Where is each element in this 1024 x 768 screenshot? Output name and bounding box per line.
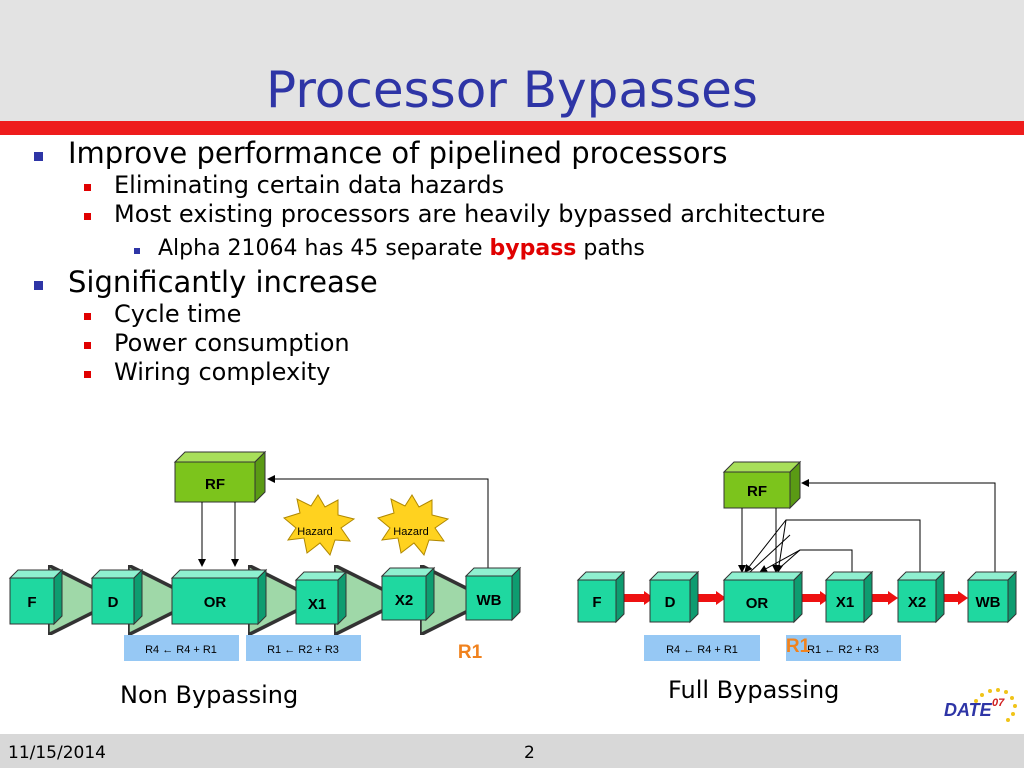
writeback-line: [267, 475, 489, 568]
alpha-text: Alpha 21064 has 45 separate: [158, 236, 490, 261]
instruction-r4: R4 ← R4 + R1: [666, 644, 738, 656]
bypass-line: [744, 519, 921, 573]
bypass-arrowhead: [820, 591, 830, 605]
logo-text: DATE: [944, 700, 993, 720]
stage-f: F: [8, 568, 64, 626]
instruction-r1: R1 ← R2 + R3: [267, 644, 339, 656]
instruction-r1: R1 ← R2 + R3: [807, 644, 879, 656]
stage-x2: X2: [380, 566, 436, 622]
logo-sup: 07: [992, 697, 1005, 709]
stage-or-label: OR: [204, 594, 227, 611]
bypass-highlight: bypass: [489, 236, 577, 261]
rf-label: RF: [205, 476, 225, 493]
writeback-line: [801, 479, 996, 572]
alpha-text-end: paths: [576, 236, 645, 261]
instruction-r4: R4 ← R4 + R1: [145, 644, 217, 656]
bullet-marker: [84, 213, 91, 220]
stage-x2-label: X2: [908, 594, 926, 611]
stage-d-label: D: [665, 594, 676, 611]
instruction-box: [246, 635, 361, 661]
instruction-box: [124, 635, 239, 661]
caption-non-bypassing: Non Bypassing: [120, 681, 299, 709]
bullet-significantly-increase: Significantly increase: [68, 265, 378, 299]
bullet-marker: [134, 248, 140, 254]
stage-or-label: OR: [746, 595, 769, 612]
footer-bar: [0, 734, 1024, 768]
stage-wb-label: WB: [976, 594, 1001, 611]
bypass-line: [749, 534, 791, 573]
rf-block: RF: [722, 460, 802, 510]
bypass-arrowhead: [958, 591, 968, 605]
register-r1-label: R1: [458, 642, 483, 663]
title-band: [0, 0, 1024, 122]
bypass-arrowhead: [716, 591, 726, 605]
caption-full-bypassing: Full Bypassing: [668, 676, 840, 704]
bullet-alpha-21064: Alpha 21064 has 45 separate bypass paths: [158, 236, 645, 261]
rf-label: RF: [747, 483, 767, 500]
instruction-box: [786, 635, 901, 661]
non-bypassing-diagram: RF Hazard Hazard F D: [8, 450, 522, 663]
register-r1-label: R1: [786, 636, 811, 657]
bypass-line: [775, 519, 787, 573]
hazard-burst: Hazard: [376, 494, 450, 557]
stage-f: F: [576, 570, 626, 624]
footer-date: 11/15/2014: [8, 743, 106, 763]
bullet-marker: [34, 152, 43, 161]
title-divider: [0, 121, 1024, 135]
stage-f-label: F: [592, 594, 601, 611]
bullet-marker: [84, 184, 91, 191]
hazard-burst: Hazard: [282, 494, 356, 557]
stage-x2-label: X2: [395, 592, 413, 609]
bullet-power-consumption: Power consumption: [114, 329, 350, 357]
bullet-cycle-time: Cycle time: [114, 300, 242, 328]
stage-x1: X1: [294, 570, 348, 626]
stage-wb: WB: [966, 570, 1018, 624]
bullet-eliminating-hazards: Eliminating certain data hazards: [114, 171, 505, 199]
stage-x1-label: X1: [836, 594, 854, 611]
bullet-wiring-complexity: Wiring complexity: [114, 358, 331, 386]
bypass-arrowhead: [644, 591, 654, 605]
bullet-marker: [84, 313, 91, 320]
bullet-bypassed-architecture: Most existing processors are heavily byp…: [114, 200, 826, 228]
slide-title: Processor Bypasses: [266, 61, 758, 119]
bypass-arrowhead: [888, 591, 898, 605]
footer-page-number: 2: [524, 743, 535, 763]
stage-or: OR: [722, 570, 804, 624]
stage-wb: WB: [464, 566, 522, 622]
hazard-label: Hazard: [393, 526, 428, 538]
stage-or: OR: [170, 568, 268, 626]
stage-x1: X1: [824, 570, 874, 624]
bypass-line: [774, 549, 801, 573]
bullet-marker: [84, 371, 91, 378]
stage-d: D: [90, 568, 144, 626]
date-logo: DATE 07: [944, 688, 1017, 722]
pipeline-diagrams: RF Hazard Hazard F D: [8, 450, 1018, 663]
stage-wb-label: WB: [477, 592, 502, 609]
full-bypassing-diagram: RF F D: [576, 460, 1018, 661]
bullet-improve-performance: Improve performance of pipelined process…: [68, 136, 728, 170]
stage-x1-label: X1: [308, 596, 326, 613]
hazard-label: Hazard: [297, 526, 332, 538]
stage-d-label: D: [108, 594, 119, 611]
instruction-box: [644, 635, 760, 661]
stage-x2: X2: [896, 570, 946, 624]
bullet-marker: [84, 342, 91, 349]
bullet-marker: [34, 281, 43, 290]
stage-f-label: F: [27, 594, 36, 611]
stage-d: D: [648, 570, 700, 624]
bypass-line: [759, 549, 853, 573]
rf-block: RF: [173, 450, 267, 504]
